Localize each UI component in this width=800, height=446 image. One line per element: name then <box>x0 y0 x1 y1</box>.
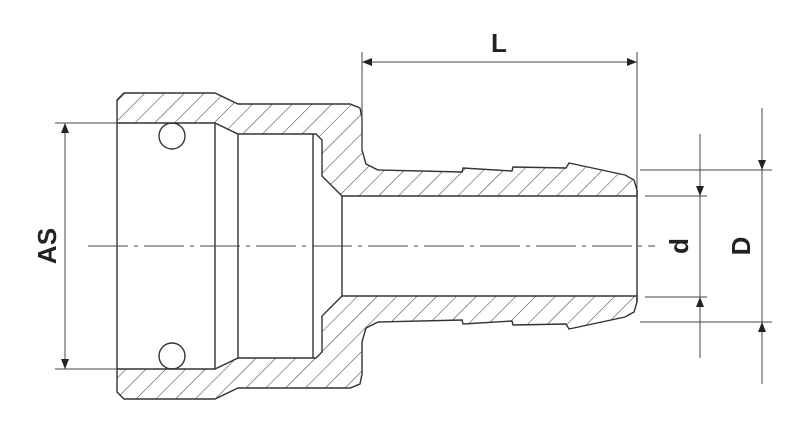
o-ring-top <box>158 122 186 150</box>
dimension-label-D: D <box>726 237 756 256</box>
dimension-label-d: d <box>664 238 694 254</box>
dimension-D: D <box>640 108 772 384</box>
dimension-d: d <box>645 134 707 358</box>
hatched-wall-bottom <box>116 295 638 400</box>
dimension-L: L <box>361 28 638 190</box>
hatched-wall-top <box>116 92 638 197</box>
dimension-label-AS: AS <box>32 228 62 264</box>
o-ring-bottom <box>158 342 186 370</box>
dimension-label-L: L <box>491 28 507 58</box>
dimension-AS: AS <box>32 122 117 370</box>
